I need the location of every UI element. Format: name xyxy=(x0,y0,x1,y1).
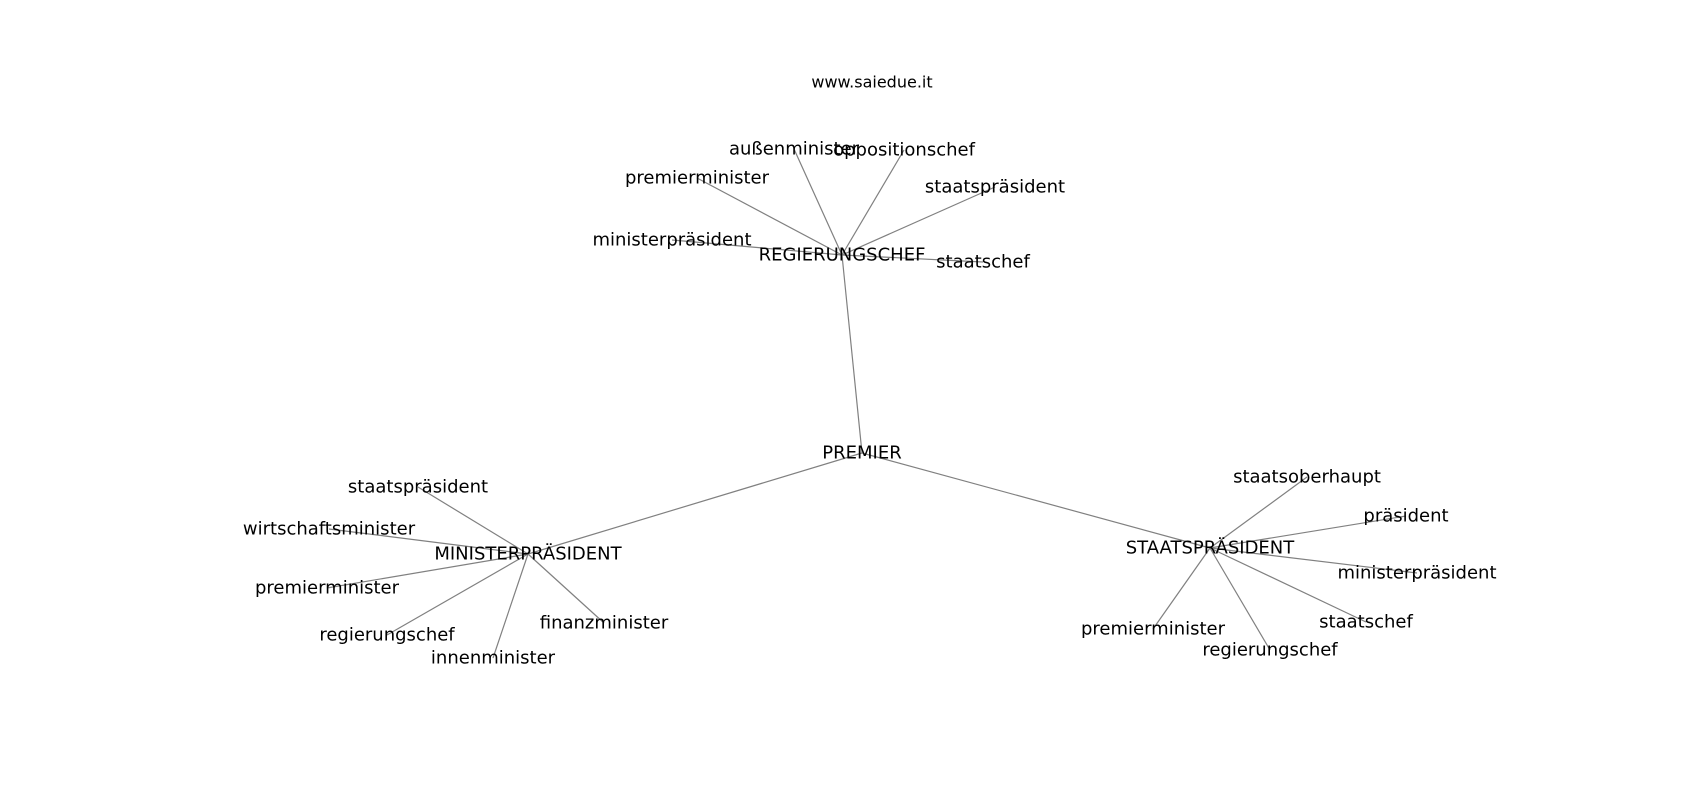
edge-ministerpraesident-m_staatspraesident xyxy=(417,486,529,555)
node-m-regierungschef: regierungschef xyxy=(319,625,455,646)
node-m-finanzminister: finanzminister xyxy=(540,613,669,634)
node-s-praesident: präsident xyxy=(1363,506,1448,527)
edge-staatspraesident-s_staatschef xyxy=(1209,547,1367,623)
watermark-url: www.saiedue.it xyxy=(811,73,932,92)
label-layer: www.saiedue.it PREMIER REGIERUNGSCHEF MI… xyxy=(243,73,1497,669)
edge-staatspraesident-s_ministerpraesident xyxy=(1209,547,1418,574)
node-s-regierungschef: regierungschef xyxy=(1202,640,1338,661)
node-r-oppositionschef: oppositionschef xyxy=(833,140,975,161)
edge-layer xyxy=(326,148,1418,659)
node-s-staatschef: staatschef xyxy=(1319,612,1413,633)
node-m-wirtschaftsminister: wirtschaftsminister xyxy=(243,519,416,540)
node-r-premierminister: premierminister xyxy=(625,168,770,189)
node-r-aussenminister: außenminister xyxy=(729,139,860,160)
edge-ministerpraesident-m_innenminister xyxy=(492,553,529,659)
edge-premier-staatspraesident xyxy=(861,452,1211,549)
node-staatspraesident: STAATSPRÄSIDENT xyxy=(1126,538,1296,559)
edge-regierungschef-r_aussenminister xyxy=(793,148,843,256)
edge-regierungschef-r_premierminister xyxy=(696,177,843,256)
node-regierungschef: REGIERUNGSCHEF xyxy=(759,245,926,266)
node-r-ministerpraesident: ministerpräsident xyxy=(592,230,751,251)
node-ministerpraesident: MINISTERPRÄSIDENT xyxy=(434,544,622,565)
edge-ministerpraesident-m_wirtschaftsminister xyxy=(328,528,529,555)
edge-regierungschef-r_oppositionschef xyxy=(841,149,905,256)
node-r-staatspraesident: staatspräsident xyxy=(925,177,1065,198)
node-m-staatspraesident: staatspräsident xyxy=(348,477,488,498)
edge-ministerpraesident-m_regierungschef xyxy=(386,553,529,636)
node-r-staatschef: staatschef xyxy=(936,252,1030,273)
edge-ministerpraesident-m_finanzminister xyxy=(527,553,605,624)
edge-staatspraesident-s_premierminister xyxy=(1152,547,1211,630)
edge-regierungschef-r_staatspraesident xyxy=(841,186,996,256)
edge-premier-ministerpraesident xyxy=(527,452,863,555)
edge-regierungschef-r_staatschef xyxy=(841,254,984,263)
edge-staatspraesident-s_staatsoberhaupt xyxy=(1209,476,1308,549)
edge-staatspraesident-s_regierungschef xyxy=(1209,547,1271,651)
edge-premier-regierungschef xyxy=(841,254,863,454)
node-s-premierminister: premierminister xyxy=(1081,619,1226,640)
node-m-innenminister: innenminister xyxy=(431,648,556,669)
node-premier: PREMIER xyxy=(822,443,901,464)
edge-staatspraesident-s_praesident xyxy=(1209,515,1407,549)
node-s-staatsoberhaupt: staatsoberhaupt xyxy=(1233,467,1381,488)
node-s-ministerpraesident: ministerpräsident xyxy=(1337,563,1496,584)
node-m-premierminister: premierminister xyxy=(255,578,400,599)
edge-ministerpraesident-m_premierminister xyxy=(326,553,529,589)
edge-regierungschef-r_ministerpraesident xyxy=(671,239,843,256)
